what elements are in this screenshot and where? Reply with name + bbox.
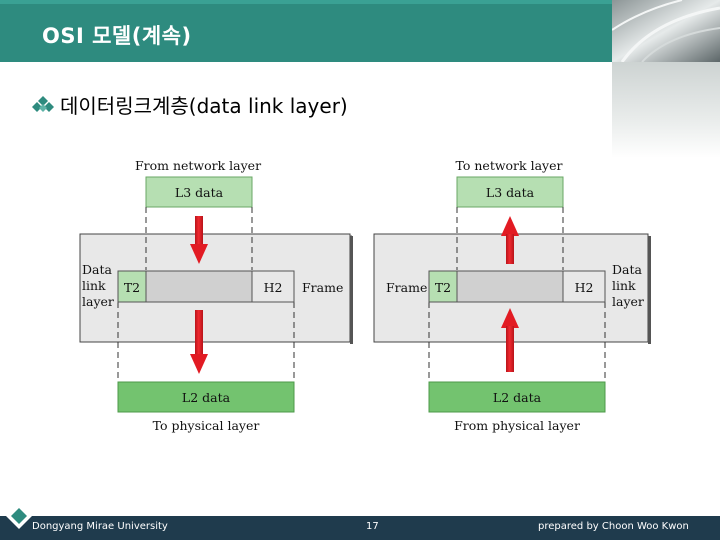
sender-l2-box xyxy=(117,381,295,413)
sender-bottom-label: To physical layer xyxy=(153,418,260,433)
receiver-header-box xyxy=(562,270,606,303)
slide-title: OSI 모델(계속) xyxy=(42,24,192,48)
sender-payload-box xyxy=(145,270,253,303)
receiver-diagram: To network layer L3 data Frame T2 H2 Dat… xyxy=(373,158,651,433)
diamond-logo-icon xyxy=(6,503,32,529)
side-gradient xyxy=(612,62,720,158)
receiver-frame-label: Frame xyxy=(386,280,427,295)
receiver-layer-label-1: Data xyxy=(612,262,642,277)
receiver-up-arrow-bottom xyxy=(501,308,519,372)
sender-frame-label: Frame xyxy=(302,280,343,295)
sender-l2-label: L2 data xyxy=(182,390,231,405)
slide-footer xyxy=(0,516,720,540)
receiver-trailer-box xyxy=(428,270,458,303)
receiver-l2-label: L2 data xyxy=(493,390,542,405)
sender-trailer-box xyxy=(117,270,147,303)
receiver-l2-box xyxy=(428,381,606,413)
footer-university: Dongyang Mirae University xyxy=(32,521,168,532)
receiver-trailer-label: T2 xyxy=(435,280,451,295)
sender-down-arrow-top xyxy=(190,216,208,264)
receiver-panel-shadow xyxy=(648,236,651,344)
receiver-payload-box xyxy=(456,270,564,303)
sender-header-label: H2 xyxy=(264,280,283,295)
sender-trailer-label: T2 xyxy=(124,280,140,295)
receiver-header-label: H2 xyxy=(575,280,594,295)
header-band xyxy=(0,0,720,4)
footer-page-number: 17 xyxy=(366,521,379,532)
slide-header xyxy=(0,0,720,62)
sender-top-label: From network layer xyxy=(135,158,261,173)
decorative-corner-art xyxy=(612,0,720,62)
bullet-item: 데이터링크계층(data link layer) xyxy=(32,90,348,119)
sender-l3-box xyxy=(145,176,253,208)
receiver-l3-label: L3 data xyxy=(486,185,535,200)
receiver-up-arrow-top xyxy=(501,216,519,264)
diamond-cluster-icon xyxy=(32,95,54,112)
sender-layer-label-3: layer xyxy=(82,294,114,309)
receiver-bottom-label: From physical layer xyxy=(454,418,580,433)
sender-diagram: From network layer L3 data Data link lay… xyxy=(79,158,353,433)
receiver-top-label: To network layer xyxy=(456,158,563,173)
receiver-l3-box xyxy=(456,176,564,208)
sender-layer-label-2: link xyxy=(82,278,106,293)
sender-panel-shadow xyxy=(350,236,353,344)
sender-l3-label: L3 data xyxy=(175,185,224,200)
sender-down-arrow-bottom xyxy=(190,310,208,374)
sender-layer-label-1: Data xyxy=(82,262,112,277)
footer-author: prepared by Choon Woo Kwon xyxy=(538,521,689,532)
bullet-text: 데이터링크계층(data link layer) xyxy=(60,94,348,118)
receiver-layer-label-3: layer xyxy=(612,294,644,309)
sender-header-box xyxy=(251,270,295,303)
receiver-layer-label-2: link xyxy=(612,278,636,293)
